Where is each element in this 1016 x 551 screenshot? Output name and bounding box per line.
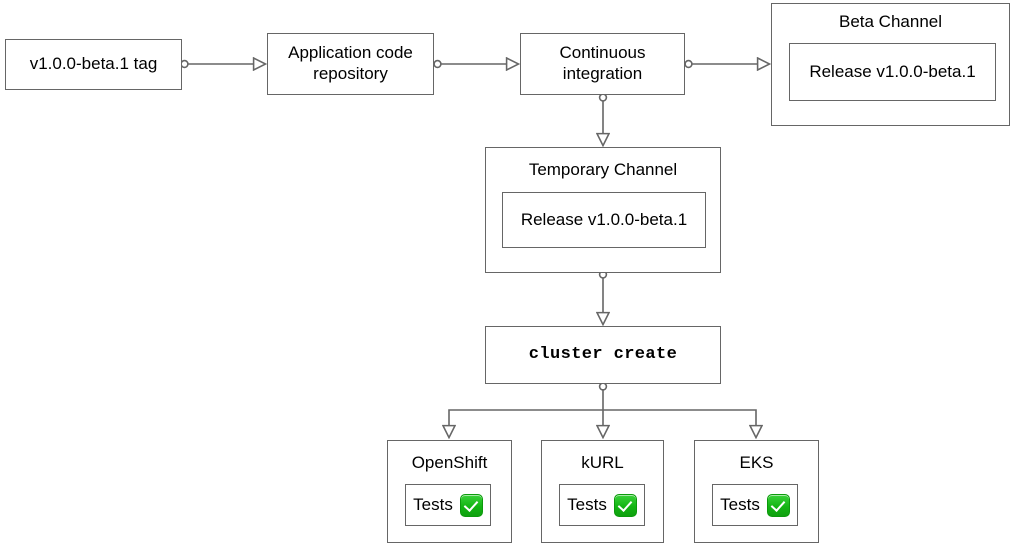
kurl-tests-row: Tests (567, 493, 637, 517)
edge-cluster-create-to-eks (603, 409, 756, 437)
node-temporary-channel-title: Temporary Channel (528, 160, 678, 179)
node-version-tag[interactable]: v1.0.0-beta.1 tag (5, 39, 182, 90)
node-eks-tests[interactable]: Tests (712, 484, 798, 526)
openshift-tests-row: Tests (413, 493, 483, 517)
node-eks-title: EKS (739, 453, 774, 472)
node-cluster-create-label: cluster create (528, 344, 678, 364)
node-eks[interactable]: EKS Tests (694, 440, 819, 543)
node-beta-channel-title: Beta Channel (838, 12, 943, 31)
edge-source-dot (598, 382, 608, 391)
node-temporary-channel-release-label: Release v1.0.0-beta.1 (520, 209, 688, 229)
node-continuous-integration[interactable]: Continuous integration (520, 33, 685, 95)
green-check-icon (766, 493, 790, 517)
node-application-code-repository-label-line2: repository (313, 64, 388, 83)
node-continuous-integration-label-line1: Continuous (559, 43, 646, 63)
node-temporary-channel-release[interactable]: Release v1.0.0-beta.1 (502, 192, 706, 248)
node-temporary-channel[interactable]: Temporary Channel Release v1.0.0-beta.1 (485, 147, 721, 273)
node-cluster-create[interactable]: cluster create (485, 326, 721, 384)
node-kurl-tests[interactable]: Tests (559, 484, 645, 526)
node-application-code-repository-label-line1: Application code (288, 43, 413, 63)
edge-source-dot (598, 93, 608, 102)
edge-source-dot (180, 59, 189, 69)
node-openshift-tests[interactable]: Tests (405, 484, 491, 526)
node-application-code-repository[interactable]: Application code repository (267, 33, 434, 95)
node-beta-channel[interactable]: Beta Channel Release v1.0.0-beta.1 (771, 3, 1010, 126)
node-openshift[interactable]: OpenShift Tests (387, 440, 512, 543)
edge-source-dot (433, 59, 442, 69)
node-openshift-tests-label: Tests (413, 494, 453, 514)
node-kurl-title: kURL (581, 453, 624, 472)
green-check-icon (459, 493, 483, 517)
node-kurl[interactable]: kURL Tests (541, 440, 664, 543)
node-version-tag-label: v1.0.0-beta.1 tag (29, 54, 158, 74)
node-kurl-tests-label: Tests (567, 494, 607, 514)
node-beta-channel-release[interactable]: Release v1.0.0-beta.1 (789, 43, 996, 101)
node-continuous-integration-label-line2: integration (562, 64, 643, 83)
edge-cluster-create-to-openshift (449, 409, 603, 437)
node-openshift-title: OpenShift (411, 453, 488, 472)
green-check-icon (613, 493, 637, 517)
edge-source-dot (684, 59, 693, 69)
eks-tests-row: Tests (720, 493, 790, 517)
node-eks-tests-label: Tests (720, 494, 760, 514)
node-beta-channel-release-label: Release v1.0.0-beta.1 (809, 61, 976, 81)
